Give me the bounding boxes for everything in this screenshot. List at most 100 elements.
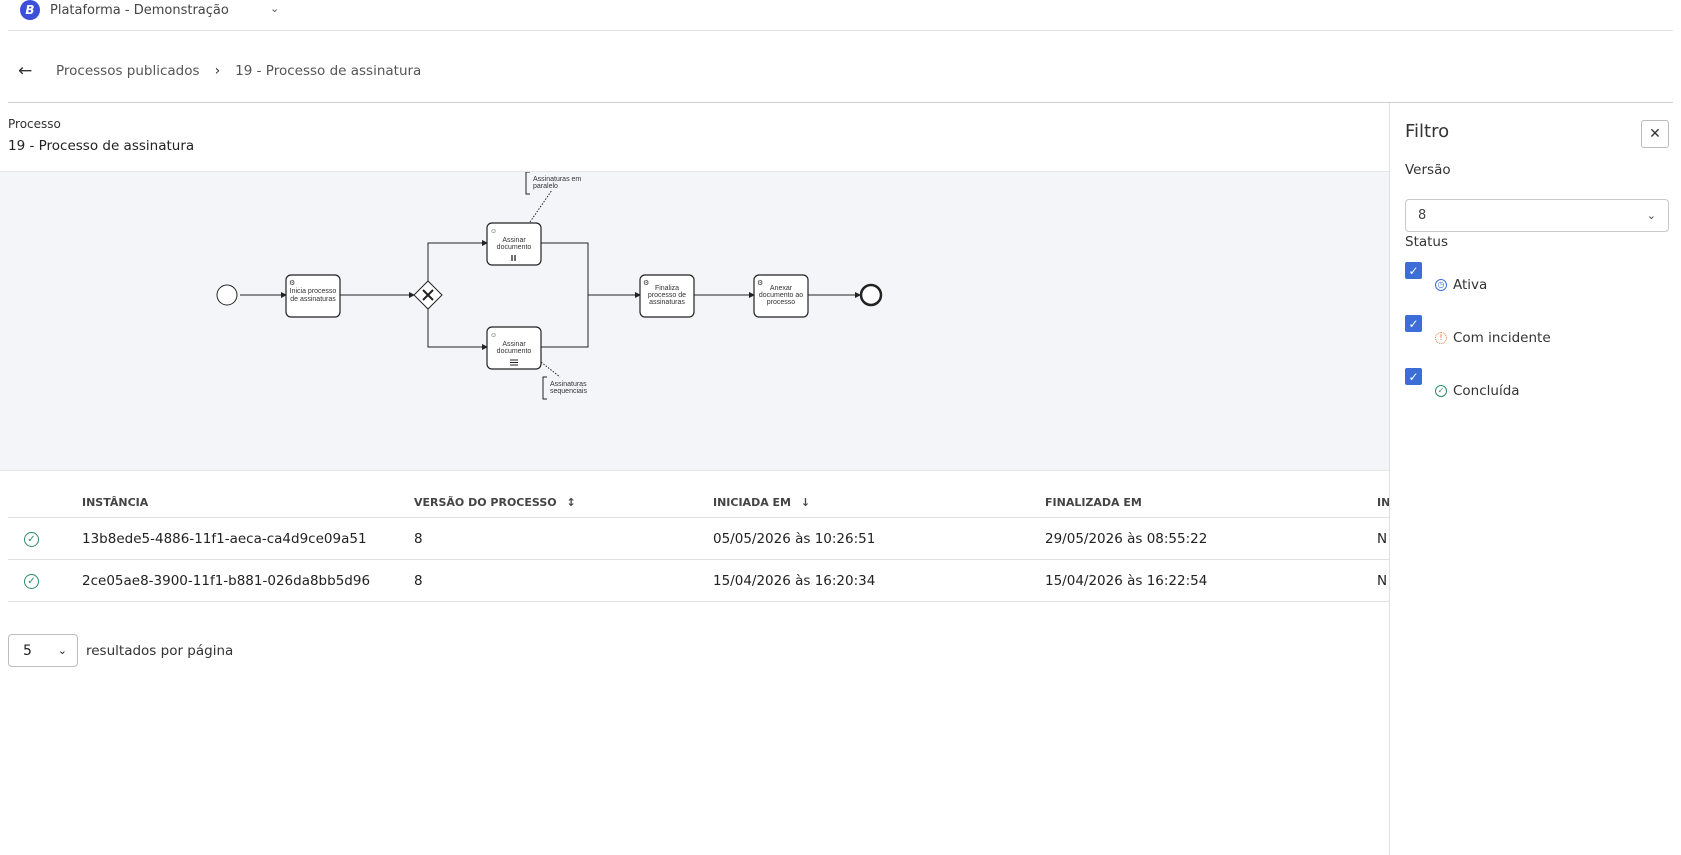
breadcrumb-item-current: 19 - Processo de assinatura (235, 63, 422, 79)
process-label: Processo (8, 117, 61, 131)
breadcrumb-item-processes[interactable]: Processos publicados (56, 63, 200, 79)
svg-text:☺: ☺ (490, 228, 497, 235)
table-row[interactable]: ✓ 13b8ede5-4886-11f1-aeca-ca4d9ce09a51 8… (8, 518, 1389, 560)
task-anexar: ⚙ Anexar documento ao processo (753, 274, 809, 318)
svg-text:⚙: ⚙ (757, 279, 763, 287)
svg-text:Assinar: Assinar (502, 237, 526, 244)
version-label: Versão (1405, 162, 1451, 178)
column-header-started[interactable]: INICIADA EM ↓ (713, 496, 1045, 509)
svg-text:sequenciais: sequenciais (550, 388, 587, 395)
org-switcher[interactable]: B Plataforma - Demonstração (20, 0, 229, 20)
svg-text:processo: processo (767, 299, 796, 306)
column-header-finished: FINALIZADA EM (1045, 496, 1142, 509)
task-assinar-sequencial: ☺ Assinar documento (486, 326, 542, 370)
page-size-label: resultados por página (86, 642, 234, 659)
svg-text:Assinaturas em: Assinaturas em (533, 176, 581, 183)
extra-cell: N (1377, 572, 1388, 589)
filter-panel: Filtro ✕ Versão 8 ⌄ Status ✓ ◷ Ativa ✓ !… (1389, 103, 1681, 855)
chevron-down-icon[interactable]: ⌄ (270, 2, 280, 15)
status-checkbox-incidente[interactable]: ✓ (1405, 315, 1422, 332)
breadcrumb-separator: › (214, 63, 221, 79)
column-header-version[interactable]: VERSÃO DO PROCESSO ↕ (414, 496, 713, 509)
status-cell: ✓ (8, 572, 82, 590)
chevron-down-icon: ⌄ (1646, 209, 1656, 222)
column-header-version-label: VERSÃO DO PROCESSO (414, 496, 557, 509)
status-checkbox-concluida[interactable]: ✓ (1405, 368, 1422, 385)
svg-text:Assinaturas: Assinaturas (550, 381, 587, 388)
status-label: Status (1405, 234, 1449, 250)
svg-text:documento: documento (497, 348, 532, 355)
svg-text:processo de: processo de (648, 292, 686, 299)
org-logo: B (20, 0, 40, 20)
process-name: 19 - Processo de assinatura (8, 138, 195, 154)
divider (8, 102, 1673, 103)
sort-desc-icon[interactable]: ↓ (800, 496, 811, 509)
incident-icon: ! (1435, 332, 1447, 344)
svg-text:Inicia processo: Inicia processo (290, 288, 337, 295)
column-header-started-label: INICIADA EM (713, 496, 792, 509)
svg-text:⚙: ⚙ (289, 279, 295, 287)
divider (8, 30, 1673, 31)
check-circle-icon: ✓ (24, 574, 39, 590)
started-at: 05/05/2026 às 10:26:51 (713, 530, 876, 547)
finished-at: 15/04/2026 às 16:22:54 (1045, 572, 1208, 589)
org-name: Plataforma - Demonstração (50, 2, 229, 18)
svg-text:Finaliza: Finaliza (655, 285, 679, 292)
bpmn-canvas: ⚙ Inicia processo de assinaturas ☺ Assin… (216, 172, 883, 400)
task-assinar-paralelo: ☺ Assinar documento (486, 222, 542, 266)
task-inicia: ⚙ Inicia processo de assinaturas (285, 274, 341, 318)
svg-text:⚙: ⚙ (643, 279, 649, 287)
bpmn-diagram[interactable]: ⚙ Inicia processo de assinaturas ☺ Assin… (0, 171, 1389, 471)
finished-at: 29/05/2026 às 08:55:22 (1045, 530, 1208, 547)
clock-icon: ◷ (1435, 279, 1447, 291)
svg-text:paralelo: paralelo (533, 183, 558, 190)
table-header: INSTÂNCIA VERSÃO DO PROCESSO ↕ INICIADA … (8, 488, 1389, 518)
filter-title: Filtro (1405, 121, 1450, 142)
process-version: 8 (414, 572, 423, 589)
status-option-ativa: ◷ Ativa (1435, 277, 1487, 293)
exclusive-gateway (413, 280, 443, 310)
svg-text:documento ao: documento ao (759, 292, 803, 299)
status-checkbox-ativa[interactable]: ✓ (1405, 262, 1422, 279)
svg-text:Anexar: Anexar (770, 285, 793, 292)
status-option-concluida: ✓ Concluída (1435, 383, 1520, 399)
svg-text:documento: documento (497, 244, 532, 251)
close-icon: ✕ (1649, 126, 1661, 142)
page-size-select[interactable]: 5 ⌄ (8, 634, 78, 667)
task-finaliza: ⚙ Finaliza processo de assinaturas (639, 274, 695, 318)
started-at: 15/04/2026 às 16:20:34 (713, 572, 876, 589)
sort-icon[interactable]: ↕ (566, 496, 576, 509)
version-select[interactable]: 8 ⌄ (1405, 199, 1669, 232)
chevron-down-icon: ⌄ (57, 644, 67, 657)
start-event (216, 284, 238, 306)
arrow-left-icon[interactable]: ← (18, 61, 33, 81)
svg-text:de assinaturas: de assinaturas (290, 296, 336, 303)
process-version: 8 (414, 530, 423, 547)
top-bar: B Plataforma - Demonstração ⌄ (0, 0, 1681, 31)
status-cell: ✓ (8, 530, 82, 548)
svg-text:☺: ☺ (490, 332, 497, 339)
status-option-label: Concluída (1453, 383, 1520, 399)
instance-id[interactable]: 2ce05ae8-3900-11f1-b881-026da8bb5d96 (82, 572, 371, 589)
status-option-incidente: ! Com incidente (1435, 330, 1551, 346)
close-button[interactable]: ✕ (1641, 120, 1669, 148)
annotation-sequencial: Assinaturas sequenciais (542, 376, 587, 400)
column-header-instance: INSTÂNCIA (82, 496, 149, 509)
pagination: 5 ⌄ resultados por página (8, 634, 233, 667)
instance-id[interactable]: 13b8ede5-4886-11f1-aeca-ca4d9ce09a51 (82, 530, 367, 547)
status-option-label: Ativa (1453, 277, 1488, 293)
version-value: 8 (1418, 208, 1427, 223)
breadcrumb: ← Processos publicados › 19 - Processo d… (18, 60, 421, 82)
page-size-value: 5 (23, 642, 32, 659)
check-circle-icon: ✓ (24, 532, 39, 548)
annotation-paralelo: Assinaturas em paralelo (525, 172, 581, 195)
instances-table: INSTÂNCIA VERSÃO DO PROCESSO ↕ INICIADA … (8, 488, 1389, 602)
table-row[interactable]: ✓ 2ce05ae8-3900-11f1-b881-026da8bb5d96 8… (8, 560, 1389, 602)
extra-cell: N (1377, 530, 1388, 547)
column-header-extra: IN (1377, 496, 1389, 509)
svg-text:Assinar: Assinar (502, 341, 526, 348)
svg-text:assinaturas: assinaturas (649, 299, 685, 306)
check-circle-icon: ✓ (1435, 385, 1447, 397)
status-option-label: Com incidente (1453, 330, 1551, 346)
end-event (859, 283, 883, 307)
